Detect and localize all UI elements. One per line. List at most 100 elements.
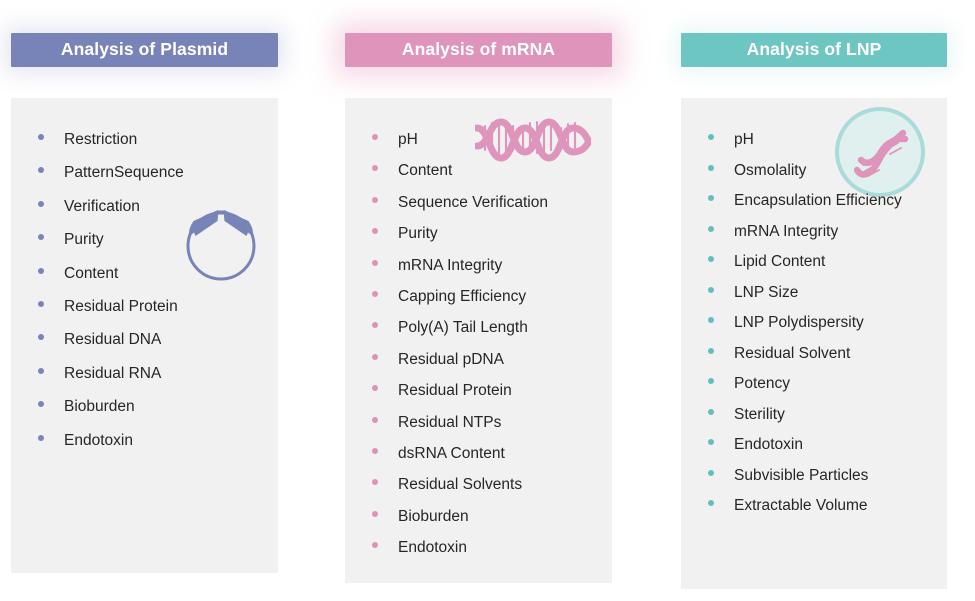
header-banner-plasmid: Analysis of Plasmid (11, 33, 278, 67)
list-item[interactable]: Residual RNA (11, 366, 278, 399)
list-item[interactable]: Verification (11, 199, 278, 232)
list-item[interactable]: Residual Protein (345, 383, 612, 414)
list-item-label: Extractable Volume (734, 497, 868, 514)
list-item-label: Bioburden (398, 507, 469, 525)
list-item[interactable]: Subvisible Particles (681, 466, 947, 499)
bullet-icon (372, 134, 378, 140)
list-item-label: LNP Size (734, 283, 799, 301)
bullet-icon (708, 256, 714, 262)
list-item[interactable]: mRNA Integrity (681, 222, 947, 255)
list-item-label: pH (398, 131, 418, 148)
list-item[interactable]: Sterility (681, 406, 947, 438)
list-item[interactable]: Purity (11, 232, 278, 265)
list-item[interactable]: Endotoxin (11, 433, 278, 466)
list-item[interactable]: Content (11, 266, 278, 299)
list-item[interactable]: Content (345, 163, 612, 194)
list-item[interactable]: Residual Solvents (345, 477, 612, 508)
bullet-icon (38, 367, 44, 374)
list-item[interactable]: Endotoxin (345, 540, 612, 571)
list-item[interactable]: LNP Polydispersity (681, 315, 947, 346)
list-item-label: Poly(A) Tail Length (398, 319, 528, 337)
list-item-label: Endotoxin (64, 431, 133, 449)
header-banner-lnp: Analysis of LNP (681, 33, 947, 67)
bullet-icon (372, 228, 378, 235)
list-item[interactable]: Extractable Volume (681, 498, 947, 529)
list-item-label: Bioburden (64, 398, 135, 416)
list-item-label: Verification (64, 197, 140, 215)
list-item[interactable]: Bioburden (11, 399, 278, 432)
list-item-label: Residual Protein (64, 297, 178, 315)
list-item[interactable]: Residual DNA (11, 332, 278, 365)
bullet-icon (38, 401, 44, 408)
bullet-icon (708, 469, 714, 476)
list-item-label: Residual Protein (398, 382, 512, 400)
list-item-label: mRNA Integrity (398, 256, 503, 274)
list-item[interactable]: Restriction (11, 132, 278, 165)
bullet-icon (372, 479, 378, 486)
bullet-icon (372, 165, 378, 172)
list-item[interactable]: Endotoxin (681, 437, 947, 468)
bullet-icon (708, 317, 714, 323)
list-item[interactable]: PatternSequence (11, 165, 278, 198)
list-item[interactable]: pH (345, 132, 612, 163)
list-item[interactable]: Capping Efficiency (345, 289, 612, 320)
list-item[interactable]: mRNA Integrity (345, 258, 612, 289)
bullet-icon (372, 196, 378, 203)
list-item[interactable]: dsRNA Content (345, 446, 612, 477)
list-item[interactable]: Osmolality (681, 161, 947, 194)
list-item[interactable]: Potency (681, 376, 947, 407)
list-item[interactable]: Encapsulation Efficiency (681, 193, 947, 224)
bullet-icon (372, 510, 378, 517)
bullet-icon (708, 195, 714, 201)
list-item-label: Purity (64, 231, 104, 249)
analysis-item-list-lnp: pH Osmolality Encapsulation Efficiency m… (681, 132, 947, 529)
list-item-label: Residual Solvents (398, 476, 523, 494)
header-banner-mrna: Analysis of mRNA (345, 33, 612, 67)
bullet-icon (708, 225, 714, 232)
list-item[interactable]: Sequence Verification (345, 195, 612, 226)
list-item-label: Restriction (64, 131, 138, 148)
list-item-label: Capping Efficiency (398, 287, 527, 305)
bullet-icon (372, 353, 378, 360)
list-item-label: Purity (398, 225, 438, 243)
bullet-icon (38, 200, 44, 207)
list-item-label: dsRNA Content (398, 444, 505, 462)
list-item[interactable]: Lipid Content (681, 254, 947, 285)
list-item[interactable]: Residual Protein (11, 299, 278, 332)
list-item[interactable]: Residual NTPs (345, 415, 612, 446)
list-item-label: Residual DNA (64, 331, 162, 349)
list-item[interactable]: LNP Size (681, 283, 947, 316)
bullet-icon (708, 164, 714, 171)
list-item-label: Residual pDNA (398, 350, 504, 368)
list-item-label: Residual NTPs (398, 413, 502, 431)
list-item-label: Potency (734, 375, 791, 392)
list-item-label: mRNA Integrity (734, 222, 839, 240)
bullet-icon (372, 322, 378, 329)
list-item[interactable]: Residual Solvent (681, 345, 947, 377)
bullet-icon (372, 416, 378, 423)
list-item[interactable]: Bioburden (345, 509, 612, 540)
bullet-icon (38, 134, 44, 140)
list-item-label: Content (64, 264, 119, 282)
bullet-icon (38, 167, 44, 174)
bullet-icon (708, 500, 714, 506)
bullet-icon (708, 378, 714, 384)
header-title-lnp: Analysis of LNP (746, 39, 882, 60)
bullet-icon (38, 300, 44, 307)
list-item[interactable]: Purity (345, 226, 612, 257)
header-title-mrna: Analysis of mRNA (401, 39, 556, 60)
bullet-icon (372, 447, 378, 454)
list-item-label: Osmolality (734, 161, 807, 179)
list-item-label: PatternSequence (64, 164, 184, 182)
bullet-icon (372, 259, 378, 266)
panel-lnp: pH Osmolality Encapsulation Efficiency m… (681, 98, 947, 589)
list-item[interactable]: Poly(A) Tail Length (345, 320, 612, 351)
list-item-label: Subvisible Particles (734, 466, 869, 484)
list-item[interactable]: Residual pDNA (345, 352, 612, 383)
bullet-icon (38, 434, 44, 441)
bullet-icon (708, 347, 714, 354)
list-item[interactable]: pH (681, 132, 947, 163)
bullet-icon (708, 134, 714, 140)
header-title-plasmid: Analysis of Plasmid (60, 39, 229, 60)
